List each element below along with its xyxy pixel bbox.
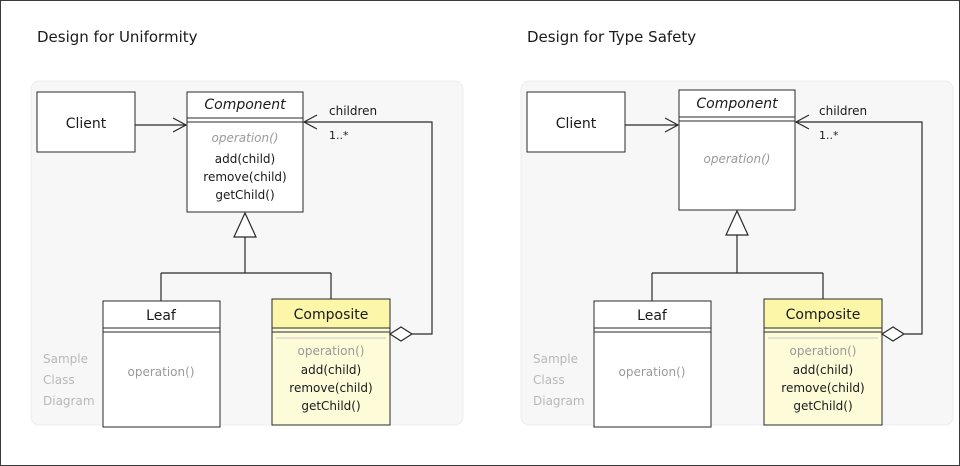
leaf-op-operation: operation(): [128, 365, 195, 379]
component-name: Component: [696, 96, 778, 112]
leaf-box: [102, 300, 221, 428]
client-name: Client: [556, 116, 597, 132]
component-box: [186, 91, 304, 213]
client-box: [526, 91, 626, 153]
leaf-class[interactable]: Leaf operation(): [102, 300, 221, 428]
component-op-getchild: getChild(): [215, 188, 274, 202]
client-component-association: [625, 117, 680, 133]
role-label: children: [819, 104, 867, 118]
generalization: [651, 209, 824, 301]
multiplicity-label: 1..*: [329, 129, 349, 142]
composite-header: [272, 299, 390, 328]
component-op-abstract: operation(): [212, 131, 279, 145]
multiplicity-label: 1..*: [819, 129, 839, 142]
composite-op-remove: remove(child): [289, 381, 372, 395]
watermark-line-1: Sample: [533, 352, 578, 366]
client-box: [36, 91, 136, 153]
arrowhead-open: [172, 117, 188, 133]
composite-op-getchild: getChild(): [301, 399, 360, 413]
leaf-class[interactable]: Leaf operation(): [593, 300, 712, 428]
leaf-name: Leaf: [146, 308, 177, 324]
composite-header: [764, 299, 882, 328]
component-class[interactable]: Component operation() add(child) remove(…: [186, 91, 304, 213]
arrowhead-open: [664, 117, 680, 133]
client-class[interactable]: Client: [36, 91, 136, 153]
component-name: Component: [204, 97, 286, 113]
role-label: children: [329, 104, 377, 118]
composite-op-operation: operation(): [298, 344, 365, 358]
children-aggregation: children 1..*: [794, 104, 923, 342]
aggregation-line: [796, 121, 923, 335]
aggregation-arrowhead: [794, 114, 810, 130]
leaf-op-operation: operation(): [619, 365, 686, 379]
diagram-title: Design for Uniformity: [37, 28, 198, 46]
leaf-name: Leaf: [637, 308, 668, 324]
aggregation-arrowhead: [302, 114, 318, 130]
composite-op-remove: remove(child): [781, 381, 864, 395]
component-op-remove: remove(child): [203, 170, 286, 184]
diagram-uniformity: Design for Uniformity Sample Class Diagr…: [30, 28, 464, 428]
client-class[interactable]: Client: [526, 91, 626, 153]
composite-op-add: add(child): [301, 363, 361, 377]
component-op-add: add(child): [215, 152, 275, 166]
client-component-association: [135, 117, 188, 133]
composite-class[interactable]: Composite operation() add(child) remove(…: [763, 298, 883, 426]
component-op-abstract: operation(): [704, 152, 771, 166]
watermark-line-2: Class: [533, 373, 565, 387]
composite-op-operation: operation(): [790, 344, 857, 358]
aggregation-line: [304, 121, 433, 335]
client-name: Client: [66, 116, 107, 132]
composite-class[interactable]: Composite operation() add(child) remove(…: [271, 298, 391, 426]
watermark-line-3: Diagram: [533, 394, 585, 408]
watermark-line-3: Diagram: [43, 394, 95, 408]
composite-op-add: add(child): [793, 363, 853, 377]
composite-op-getchild: getChild(): [793, 399, 852, 413]
generalization: [160, 211, 332, 301]
watermark-line-1: Sample: [43, 352, 88, 366]
composite-name: Composite: [786, 307, 861, 323]
diagram-type-safety: Design for Type Safety Sample Class Diag…: [520, 28, 954, 428]
component-class[interactable]: Component operation(): [678, 89, 796, 211]
component-box: [678, 89, 796, 211]
watermark-line-2: Class: [43, 373, 75, 387]
children-aggregation: children 1..*: [302, 104, 433, 342]
diagram-title: Design for Type Safety: [527, 28, 696, 46]
composite-name: Composite: [294, 307, 369, 323]
leaf-box: [593, 300, 712, 428]
